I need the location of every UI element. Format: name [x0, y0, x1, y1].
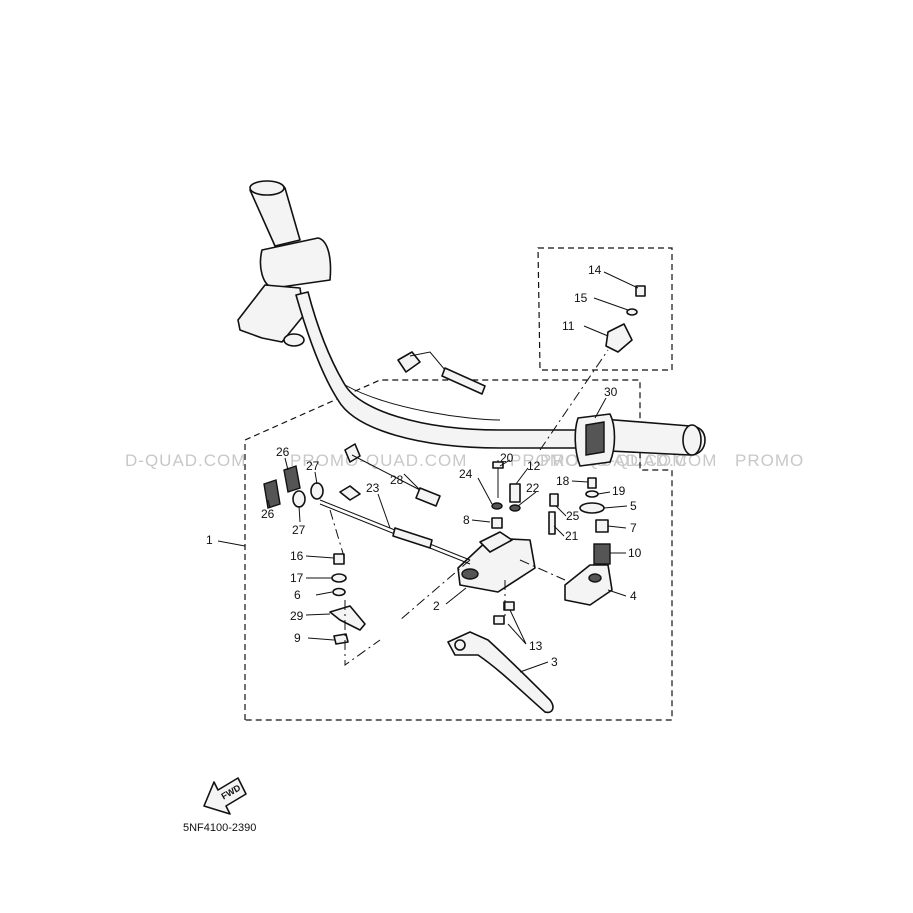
sub-assembly-boundary — [537, 247, 673, 371]
callout-28: 28 — [390, 473, 404, 487]
callout-22: 22 — [526, 481, 540, 495]
leader-lines — [217, 271, 639, 673]
callout-24: 24 — [459, 467, 473, 481]
watermark-text: D-QUAD.COM — [125, 451, 246, 470]
fwd-arrow: FWD — [203, 777, 247, 815]
callout-17: 17 — [290, 571, 304, 585]
lever-bracket — [564, 564, 613, 606]
callout-11: 11 — [562, 319, 575, 333]
small-parts — [263, 285, 646, 645]
watermark-text: PROMO — [735, 451, 804, 470]
brake-lever — [447, 631, 554, 714]
callout-10: 10 — [628, 546, 642, 560]
callout-20: 20 — [500, 451, 514, 465]
drawing-code: 5NF4100-2390 — [183, 822, 256, 834]
callout-6: 6 — [294, 588, 301, 602]
callout-29: 29 — [290, 609, 304, 623]
callout-4: 4 — [630, 589, 637, 603]
callout-18: 18 — [556, 474, 570, 488]
callout-12: 12 — [527, 459, 541, 473]
callout-26-lower: 26 — [261, 507, 275, 521]
master-cylinder-body — [457, 531, 536, 593]
callout-21: 21 — [565, 529, 579, 543]
callout-8: 8 — [463, 513, 470, 527]
callout-7: 7 — [630, 521, 637, 535]
callout-27-lower: 27 — [292, 523, 306, 537]
callout-27-upper: 27 — [306, 459, 320, 473]
callout-23: 23 — [366, 481, 380, 495]
brake-hose — [397, 351, 486, 395]
callout-25: 25 — [566, 509, 580, 523]
callout-labels: 1 2 3 4 5 6 7 8 9 10 11 12 13 14 15 16 1… — [206, 263, 642, 669]
callout-13: 13 — [529, 639, 543, 653]
callout-26-upper: 26 — [276, 445, 290, 459]
callout-15: 15 — [574, 291, 588, 305]
handlebar — [237, 180, 706, 467]
callout-1: 1 — [206, 533, 213, 547]
assembly-lines — [329, 349, 609, 666]
callout-30: 30 — [604, 385, 618, 399]
callout-5: 5 — [630, 499, 637, 513]
callout-14: 14 — [588, 263, 602, 277]
callout-9: 9 — [294, 631, 301, 645]
cable-assembly — [319, 443, 471, 565]
callout-3: 3 — [551, 655, 558, 669]
callout-16: 16 — [290, 549, 304, 563]
callout-19: 19 — [612, 484, 626, 498]
callout-2: 2 — [433, 599, 440, 613]
watermark-text: PROMO-QUAD.COM — [290, 451, 467, 470]
